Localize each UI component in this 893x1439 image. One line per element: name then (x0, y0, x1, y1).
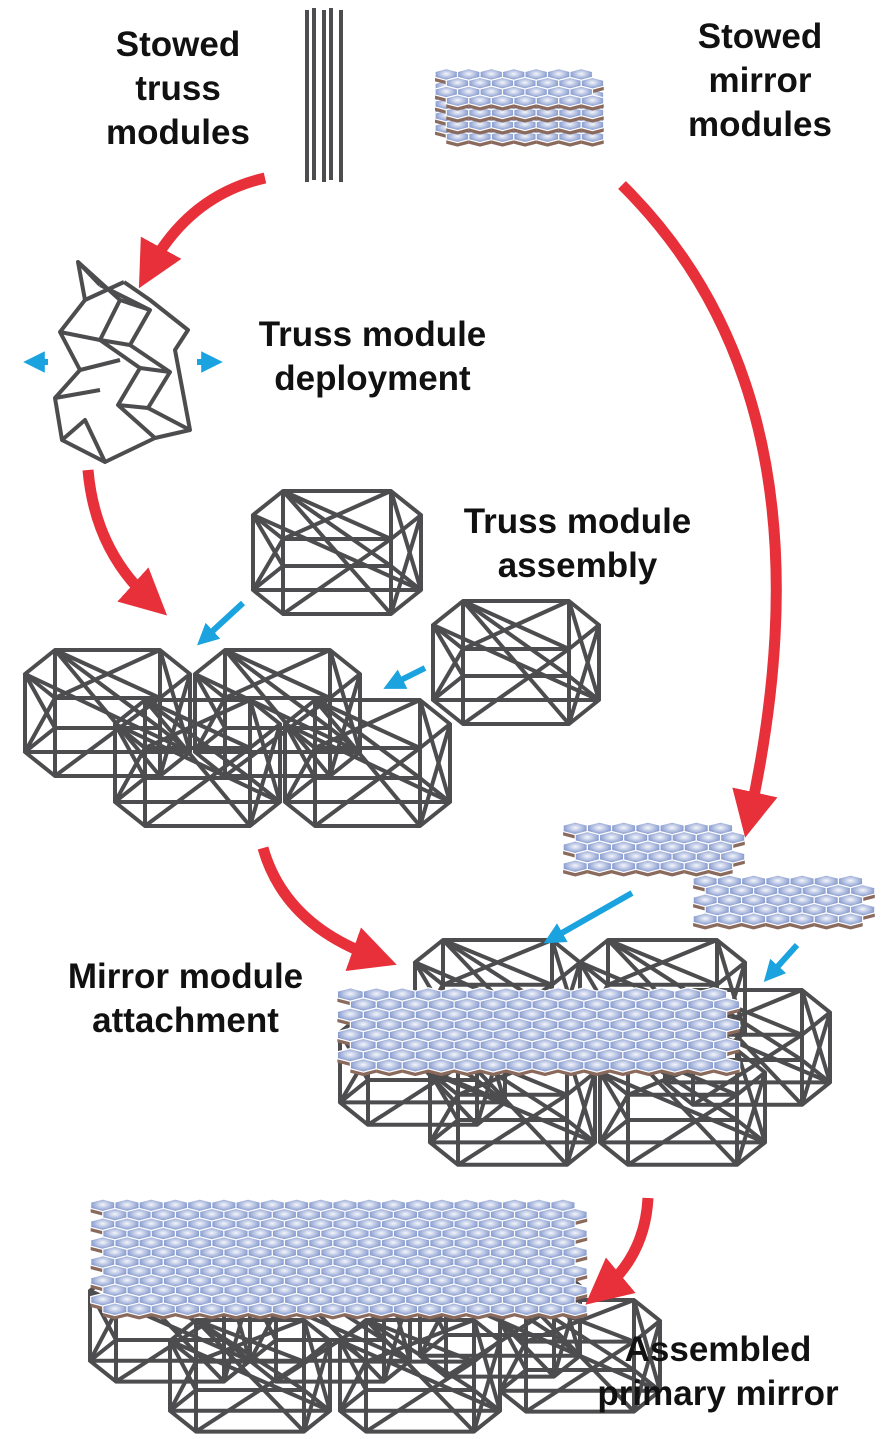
label-line: Stowed (115, 25, 241, 64)
label-line: deployment (274, 359, 471, 398)
mirror-panel (336, 987, 741, 1077)
truss-module (168, 1318, 332, 1434)
label-truss-assembly: Truss module assembly (435, 500, 720, 588)
label-mirror-attachment: Mirror module attachment (38, 955, 333, 1043)
truss-module (113, 698, 282, 828)
truss-module (338, 1318, 502, 1434)
label-stowed-mirror: Stowed mirror modules (665, 15, 855, 147)
attachment-mirror (336, 987, 741, 1077)
label-line: Truss module (258, 315, 487, 354)
stowed-mirror-stack (434, 67, 605, 147)
mirror-panel (692, 874, 876, 930)
label-assembled-mirror: Assembled primary mirror (568, 1328, 868, 1416)
stowed-truss-rods (305, 8, 343, 182)
truss-module (251, 489, 423, 616)
loose-mirror-panel-2 (692, 874, 876, 930)
label-line: Mirror module (67, 957, 304, 996)
red-curved-arrow-icon (82, 172, 782, 1305)
mirror-panel (434, 67, 605, 111)
label-line: Assembled (624, 1330, 812, 1369)
label-line: primary mirror (597, 1374, 839, 1413)
label-line: modules (106, 113, 250, 152)
truss-module (283, 698, 452, 828)
label-line: Stowed (697, 17, 823, 56)
label-line: Truss module (463, 502, 692, 541)
truss-module-top (251, 489, 423, 616)
label-line: truss (135, 69, 221, 108)
label-line: attachment (92, 1001, 279, 1040)
truss-module-right (431, 599, 601, 726)
label-line: mirror (708, 61, 812, 100)
truss-module (431, 599, 601, 726)
assembled-truss-row (23, 648, 452, 828)
label-line: modules (688, 105, 832, 144)
mirror-panel (562, 821, 746, 877)
label-truss-deployment: Truss module deployment (230, 313, 515, 401)
blue-small-arrow-icon (23, 351, 800, 983)
mirror-panel (90, 1198, 588, 1320)
label-stowed-truss: Stowed truss modules (88, 23, 268, 155)
label-line: assembly (497, 546, 658, 585)
loose-mirror-panel-1 (562, 821, 746, 877)
deploying-truss-module (53, 260, 192, 464)
final-mirror (90, 1198, 588, 1320)
